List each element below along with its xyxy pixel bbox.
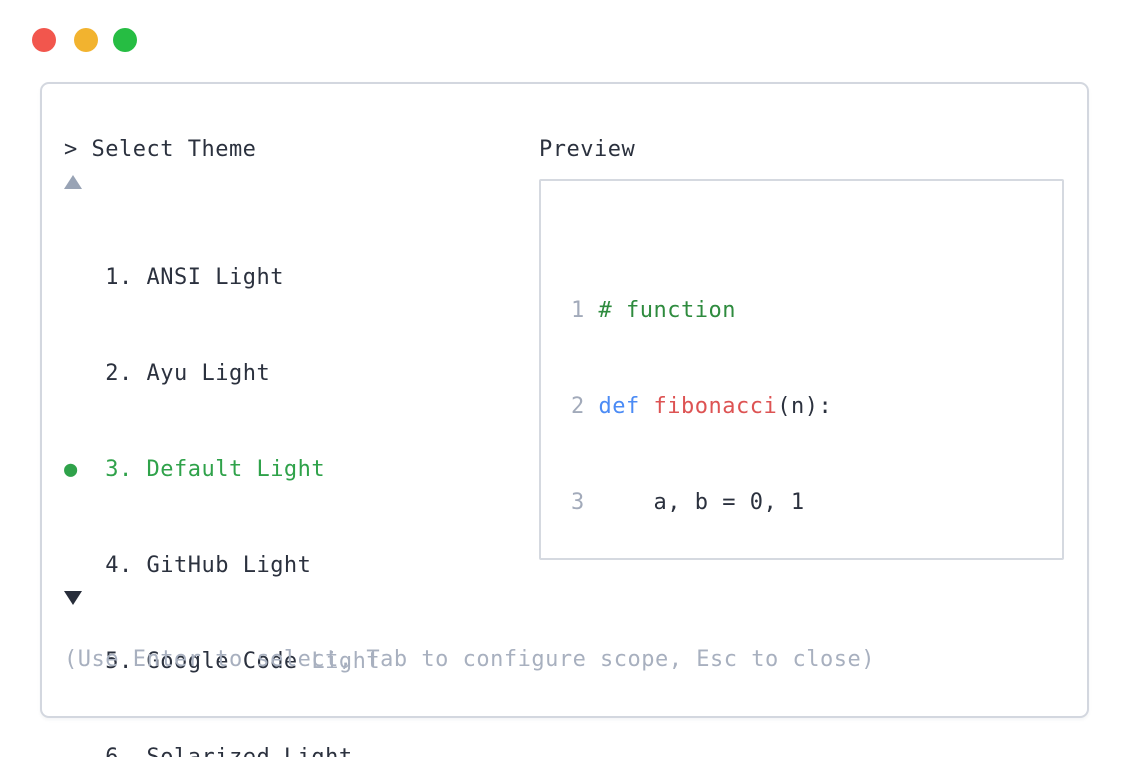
item-number: 6.: [92, 745, 147, 757]
item-name: Ayu Light: [146, 361, 271, 386]
hint-text: (Use Enter to select, Tab to configure s…: [64, 647, 875, 672]
selected-bullet: [64, 553, 92, 578]
traffic-light-zoom[interactable]: [113, 28, 137, 52]
preview-label: Preview: [539, 137, 636, 162]
item-name: Solarized Light: [146, 745, 352, 757]
selected-bullet: [64, 745, 92, 757]
select-theme-prompt: > Select Theme: [64, 137, 257, 162]
selected-bullet: [64, 265, 92, 290]
item-number: 3.: [91, 457, 147, 482]
code-comment: # function: [598, 298, 736, 323]
preview-pane: 1 # function 2 def fibonacci(n): 3 a, b …: [539, 179, 1064, 560]
line-number: 2: [571, 394, 599, 419]
selected-bullet: [64, 361, 92, 386]
item-name: Default Light: [146, 457, 326, 482]
item-number: 4.: [91, 553, 147, 578]
theme-list: 1. ANSI Light 2. Ayu Light ● 3. Default …: [64, 198, 380, 757]
code-line-2: 2 def fibonacci(n):: [571, 394, 833, 419]
item-number: 2.: [91, 361, 147, 386]
item-number: 1.: [91, 265, 147, 290]
item-number: 5.: [91, 649, 147, 674]
item-variant: Light: [297, 649, 381, 674]
theme-list-item-1[interactable]: 1. ANSI Light: [64, 262, 380, 294]
theme-list-item-3-selected[interactable]: ● 3. Default Light: [64, 454, 380, 486]
scroll-down-indicator[interactable]: [64, 582, 96, 614]
scroll-down-icon: [64, 591, 82, 605]
code-function-name: fibonacci: [653, 394, 778, 419]
theme-list-item-2[interactable]: 2. Ayu Light: [64, 358, 380, 390]
code-line-1: 1 # function: [541, 295, 1062, 327]
traffic-light-close[interactable]: [32, 28, 56, 52]
item-name: GitHub Light: [146, 553, 312, 578]
scroll-up-icon: [64, 175, 82, 189]
item-name: Google Code: [146, 649, 298, 674]
traffic-light-minimize[interactable]: [74, 28, 98, 52]
theme-list-item-6[interactable]: 6. Solarized Light: [64, 742, 380, 757]
code-line-3: 3 a, b = 0, 1: [571, 490, 805, 515]
line-number: 3: [571, 490, 599, 515]
selected-bullet: ●: [64, 457, 92, 482]
code-keyword: def: [598, 394, 640, 419]
theme-list-item-5[interactable]: 5. Google Code Light: [64, 646, 380, 678]
scroll-up-indicator[interactable]: [64, 166, 96, 198]
line-number: 1: [571, 298, 599, 323]
theme-selector-panel: > Select Theme Preview 1. ANSI Light 2. …: [40, 82, 1089, 757]
item-name: ANSI Light: [146, 265, 284, 290]
theme-list-item-4[interactable]: 4. GitHub Light: [64, 550, 380, 582]
